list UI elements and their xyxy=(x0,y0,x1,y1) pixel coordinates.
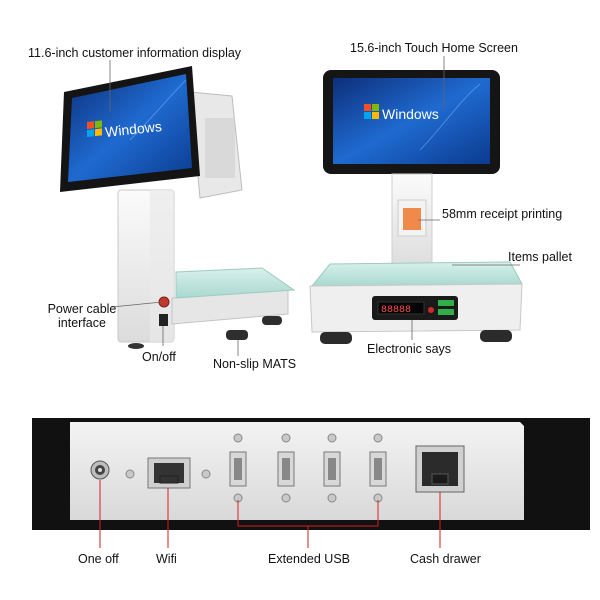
label-touch-screen: 15.6-inch Touch Home Screen xyxy=(350,41,518,55)
label-cash-drawer: Cash drawer xyxy=(410,552,481,566)
leader-lines-bottom xyxy=(99,480,441,548)
label-receipt-printing: 58mm receipt printing xyxy=(442,207,563,221)
label-electronic-says: Electronic says xyxy=(367,342,452,356)
label-customer-display: 11.6-inch customer information display xyxy=(28,46,242,60)
usb-port-icon xyxy=(323,451,341,487)
label-wifi: Wifi xyxy=(156,552,177,566)
receipt-printer xyxy=(403,208,421,230)
ethernet-port-icon xyxy=(147,457,191,489)
port-panel xyxy=(32,418,590,530)
windows-flag-icon xyxy=(87,120,102,137)
label-one-off: One off xyxy=(78,552,119,566)
screw-icon xyxy=(201,469,211,479)
label-on-off: On/off xyxy=(142,350,176,364)
usb-port-icon xyxy=(369,451,387,487)
svg-text:88888: 88888 xyxy=(381,305,411,316)
right-screen-logo: Windows xyxy=(382,106,439,122)
power-jack-icon xyxy=(90,460,110,480)
on-off-switch xyxy=(159,314,168,326)
left-pos-machine xyxy=(60,66,296,349)
leader-lines-top xyxy=(109,56,520,356)
right-pos-machine: 88888 xyxy=(309,70,523,344)
usb-port-icon xyxy=(229,451,247,487)
label-non-slip-mats: Non-slip MATS xyxy=(213,357,297,371)
label-items-pallet: Items pallet xyxy=(508,250,572,264)
screw-icon xyxy=(233,433,383,503)
label-power-cable: Power cable interface xyxy=(47,302,117,330)
usb-port-icon xyxy=(277,451,295,487)
label-extended-usb: Extended USB xyxy=(268,552,350,566)
screw-icon xyxy=(125,469,135,479)
cash-drawer-port-icon xyxy=(415,445,465,493)
windows-flag-icon xyxy=(364,104,379,119)
